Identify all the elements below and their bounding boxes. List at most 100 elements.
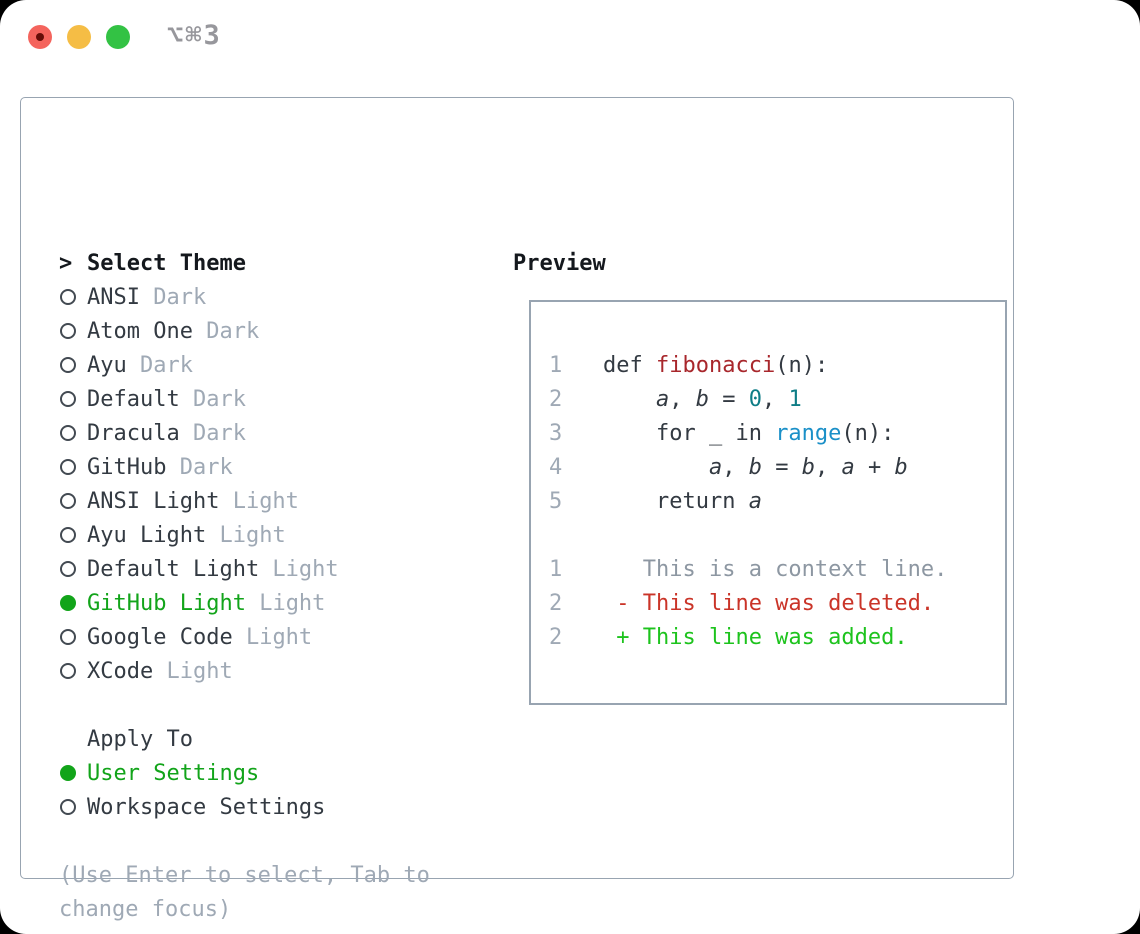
theme-variant-label: Light bbox=[206, 522, 286, 548]
line-number: 2 bbox=[549, 624, 563, 650]
apply-option-prefix bbox=[59, 799, 87, 815]
code-token: a bbox=[748, 488, 762, 514]
cursor-caret: > bbox=[59, 250, 73, 276]
theme-name: Google Code bbox=[87, 624, 233, 650]
theme-option-prefix bbox=[59, 595, 87, 611]
apply-to-header: Apply To bbox=[87, 726, 193, 752]
radio-icon bbox=[60, 357, 76, 373]
code-line-2: 2 a, b = 0, 1 bbox=[549, 382, 947, 416]
radio-icon bbox=[60, 561, 76, 577]
code-line-4: 4 a, b = b, a + b bbox=[549, 450, 947, 484]
radio-icon bbox=[60, 493, 76, 509]
close-button[interactable] bbox=[28, 25, 52, 49]
theme-option-github[interactable]: GitHub Dark bbox=[59, 450, 430, 484]
keyboard-hint-line-1: (Use Enter to select, Tab to bbox=[59, 862, 430, 888]
radio-selected-icon bbox=[60, 595, 76, 611]
theme-name: ANSI Light bbox=[87, 488, 220, 514]
theme-option-ayu[interactable]: Ayu Dark bbox=[59, 348, 430, 382]
theme-option-github-light[interactable]: GitHub Light Light bbox=[59, 586, 430, 620]
theme-option-dracula[interactable]: Dracula Dark bbox=[59, 416, 430, 450]
apply-option-workspace-settings[interactable]: Workspace Settings bbox=[59, 790, 430, 824]
code-token: fibonacci bbox=[655, 352, 776, 378]
theme-option-xcode[interactable]: XCode Light bbox=[59, 654, 430, 688]
diff-lines: 1 This is a context line. 2 - This line w… bbox=[549, 552, 947, 654]
theme-option-ayu-light[interactable]: Ayu Light Light bbox=[59, 518, 430, 552]
code-token: , bbox=[814, 454, 842, 480]
code-token: a bbox=[708, 454, 723, 480]
theme-option-atom-one[interactable]: Atom One Dark bbox=[59, 314, 430, 348]
line-number: 1 bbox=[549, 556, 563, 582]
code-token: , bbox=[761, 386, 789, 412]
radio-icon bbox=[60, 425, 76, 441]
theme-option-prefix bbox=[59, 459, 87, 475]
close-button-dot-icon bbox=[36, 33, 44, 41]
keyboard-hint: (Use Enter to select, Tab to change focu… bbox=[59, 858, 430, 926]
theme-variant-label: Dark bbox=[126, 352, 193, 378]
theme-name: Ayu Light bbox=[87, 522, 207, 548]
line-number: 3 bbox=[549, 420, 563, 446]
theme-name: Dracula bbox=[87, 420, 180, 446]
theme-option-default[interactable]: Default Dark bbox=[59, 382, 430, 416]
code-token: , bbox=[722, 454, 749, 480]
diff-text: This is a context line. bbox=[603, 556, 948, 582]
diff-text: + This line was added. bbox=[603, 624, 908, 650]
code-token: range bbox=[775, 420, 842, 446]
theme-name: Default bbox=[87, 386, 180, 412]
code-token: for _ in bbox=[603, 420, 776, 446]
line-number: 2 bbox=[549, 386, 563, 412]
radio-icon bbox=[60, 459, 76, 475]
code-token: return bbox=[603, 488, 749, 514]
theme-option-prefix bbox=[59, 629, 87, 645]
theme-variant-label: Light bbox=[153, 658, 233, 684]
theme-variant-label: Dark bbox=[179, 420, 246, 446]
apply-to-header-row: Apply To bbox=[59, 722, 430, 756]
theme-name: XCode bbox=[87, 658, 154, 684]
line-number: 4 bbox=[549, 454, 563, 480]
radio-icon bbox=[60, 663, 76, 679]
theme-option-prefix bbox=[59, 663, 87, 679]
maximize-button[interactable] bbox=[106, 25, 130, 49]
apply-option-label: Workspace Settings bbox=[87, 794, 326, 820]
apply-option-label: User Settings bbox=[87, 760, 260, 786]
theme-option-default-light[interactable]: Default Light Light bbox=[59, 552, 430, 586]
theme-variant-label: Light bbox=[245, 590, 326, 616]
radio-icon bbox=[60, 629, 76, 645]
line-number: 2 bbox=[549, 590, 563, 616]
apply-option-user-settings[interactable]: User Settings bbox=[59, 756, 430, 790]
code-token: b bbox=[748, 454, 762, 480]
theme-option-prefix bbox=[59, 289, 87, 305]
theme-option-ansi-light[interactable]: ANSI Light Light bbox=[59, 484, 430, 518]
code-token: (n): bbox=[775, 352, 829, 378]
select-theme-header-row: >Select Theme bbox=[59, 246, 430, 280]
theme-option-prefix bbox=[59, 391, 87, 407]
diff-line-del: 2 - This line was deleted. bbox=[549, 586, 947, 620]
theme-option-prefix bbox=[59, 493, 87, 509]
code-token: 1 bbox=[788, 386, 802, 412]
minimize-button[interactable] bbox=[67, 25, 91, 49]
code-token: , bbox=[669, 386, 696, 412]
code-token: 0 bbox=[748, 386, 762, 412]
apply-option-prefix bbox=[59, 765, 87, 781]
theme-option-prefix bbox=[59, 357, 87, 373]
theme-option-prefix bbox=[59, 561, 87, 577]
code-token: def bbox=[603, 352, 656, 378]
keyboard-hint-line-2: change focus) bbox=[59, 896, 232, 922]
theme-option-ansi[interactable]: ANSI Dark bbox=[59, 280, 430, 314]
theme-name: ANSI bbox=[87, 284, 140, 310]
theme-variant-label: Dark bbox=[179, 386, 246, 412]
theme-name: Default Light bbox=[87, 556, 260, 582]
theme-option-google-code[interactable]: Google Code Light bbox=[59, 620, 430, 654]
traffic-lights bbox=[28, 25, 130, 49]
code-token bbox=[603, 455, 709, 480]
diff-line-add: 2 + This line was added. bbox=[549, 620, 947, 654]
theme-name: Atom One bbox=[87, 318, 193, 344]
radio-icon bbox=[60, 323, 76, 339]
